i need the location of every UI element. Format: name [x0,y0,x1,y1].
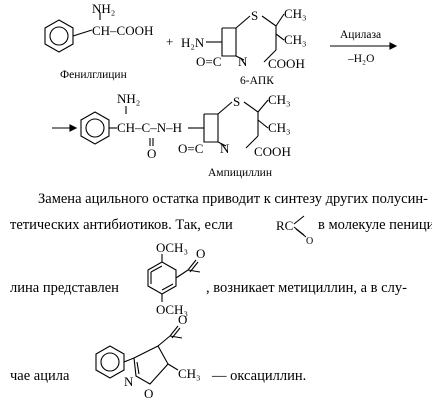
ampicillin-carbonyl-o: O [147,146,156,161]
paragraph-line-3b: , возникает метициллин, а в слу- [206,280,407,296]
ampicillin-nitrogen: N [220,141,230,156]
arrow-below-label: –H₂O [347,53,374,65]
ampicillin-cooh: COOH [254,144,291,159]
rc-acyl-fragment: RC O [276,215,313,247]
phenylglycine-structure: NH₂ CH–COOH Фенилглицин [44,1,153,81]
ampicillin-ch3-bottom: CH₃ [268,120,291,135]
benzene-ring-icon [95,345,125,379]
apk-cooh: COOH [268,56,305,71]
plus-sign: + [166,34,173,49]
apk-structure: H₂N S CH₃ CH₃ N O=C COOH 6-АПК [181,6,307,87]
paragraph-line-3a: лина представлен [10,280,119,296]
rc-o: O [306,236,313,247]
rc-r: RC [276,218,293,233]
oxacillin-ch3: CH₃ [178,366,201,381]
ampicillin-structure: NH₂ CH–C–N–H O S CH₃ CH₃ N O=C COOH Ампи… [52,91,291,179]
apk-carbonyl: O=C [196,54,221,69]
methicillin-och3-top: OCH₃ [156,240,188,255]
ampicillin-carbonyl: O=C [178,141,203,156]
apk-ch3-bottom: CH₃ [284,32,307,47]
paragraph-line-4b: — оксациллин. [211,368,306,384]
apk-name: 6-АПК [240,75,274,87]
oxacillin-carbonyl-o: O [178,312,187,327]
paragraph-line-2a: тетических антибиотиков. Так, если [10,217,233,233]
benzene-ring-icon [44,19,74,53]
methicillin-och3-bottom: OCH₃ [156,302,188,317]
ampicillin-ch3-top: CH₃ [268,92,291,107]
oxacillin-nitrogen: N [124,374,134,389]
paragraph-line-4a: чае ацила [10,368,70,384]
ampicillin-sulfur: S [233,94,240,109]
apk-ch3-top: CH₃ [284,6,307,21]
arrow-above-label: Ацилаза [340,29,381,41]
methicillin-acyl-structure: OCH₃ OCH₃ O [147,240,205,317]
paragraph-line-1: Замена ацильного остатка приводит к синт… [38,191,428,207]
phenylglycine-name: Фенилглицин [60,69,127,81]
ampicillin-chain-ch: CH–C–N–H [117,120,182,135]
oxacillin-acyl-structure: O N O CH₃ [95,312,201,400]
apk-amine: H₂N [181,35,205,50]
apk-sulfur: S [251,8,258,23]
reaction-arrow: Ацилаза –H₂O [330,29,398,65]
phenylglycine-chain: CH–COOH [92,23,153,38]
apk-nitrogen: N [238,54,248,69]
ampicillin-name: Ампициллин [208,167,272,179]
ampicillin-amine: NH₂ [117,91,140,106]
phenylglycine-amine: NH₂ [92,1,115,16]
benzene-ring-icon [80,111,110,145]
oxacillin-ring-oxygen: O [144,386,153,400]
methicillin-carbonyl-o: O [196,246,205,261]
